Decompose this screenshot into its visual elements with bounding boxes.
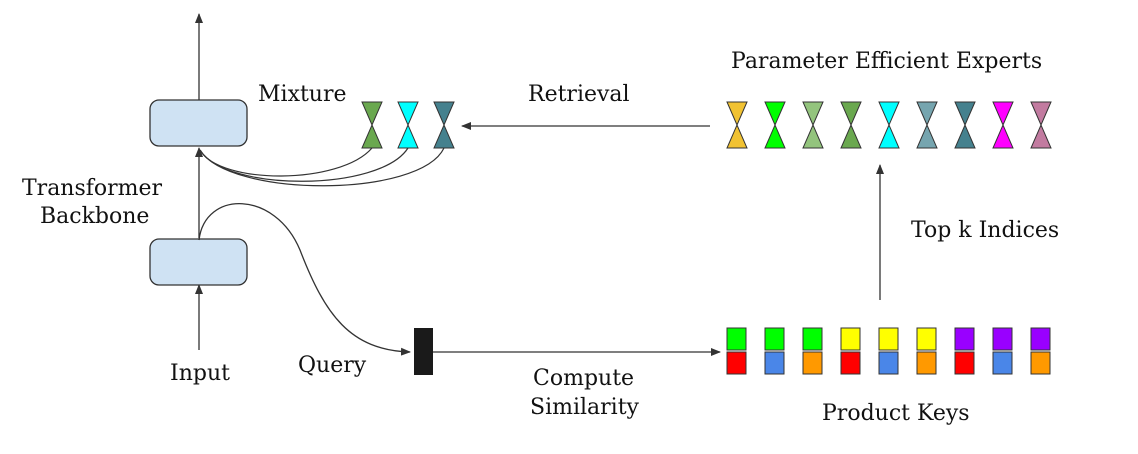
expert-8 (992, 101, 1014, 149)
product-key-3-bottom (802, 351, 823, 375)
product-key-1-bottom (726, 351, 747, 375)
expert-1 (726, 101, 748, 149)
query-curve (198, 203, 411, 356)
expert-3 (802, 101, 824, 149)
compute-label-line1: Compute (533, 366, 634, 391)
product-key-6-top (916, 327, 937, 351)
product-key-9-top (1030, 327, 1051, 351)
product-key-9-bottom (1030, 351, 1051, 375)
expert-5 (878, 101, 900, 149)
mixture-expert-2 (397, 101, 419, 149)
query-label: Query (298, 353, 367, 378)
experts-title: Parameter Efficient Experts (731, 49, 1042, 74)
upper-transformer-block (149, 99, 248, 147)
product-key-2-bottom (764, 351, 785, 375)
query-vector (414, 328, 433, 375)
compute-label-line2: Similarity (530, 395, 640, 420)
product-keys-label: Product Keys (822, 401, 970, 426)
mixture-connections (199, 147, 445, 187)
product-key-4-bottom (840, 351, 861, 375)
expert-9 (1030, 101, 1052, 149)
backbone-label-line2: Backbone (40, 204, 149, 229)
product-key-8-bottom (992, 351, 1013, 375)
mixture-experts (361, 101, 455, 149)
expert-4 (840, 101, 862, 149)
mixture-expert-1 (361, 101, 383, 149)
retrieval-label: Retrieval (528, 82, 630, 107)
product-key-8-top (992, 327, 1013, 351)
product-key-5-bottom (878, 351, 899, 375)
expert-pool (726, 101, 1052, 149)
product-key-2-top (764, 327, 785, 351)
product-key-6-bottom (916, 351, 937, 375)
expert-6 (916, 101, 938, 149)
lower-transformer-block (149, 238, 248, 286)
product-keys-grid (726, 327, 1051, 375)
mixture-expert-3 (433, 101, 455, 149)
product-key-4-top (840, 327, 861, 351)
product-key-7-bottom (954, 351, 975, 375)
backbone-label-line1: Transformer (22, 176, 163, 201)
product-key-5-top (878, 327, 899, 351)
mixture-label: Mixture (258, 82, 347, 107)
product-key-3-top (802, 327, 823, 351)
product-key-1-top (726, 327, 747, 351)
expert-7 (954, 101, 976, 149)
product-key-7-top (954, 327, 975, 351)
input-label: Input (170, 361, 230, 386)
top-k-label: Top k Indices (911, 218, 1059, 243)
expert-2 (764, 101, 786, 149)
